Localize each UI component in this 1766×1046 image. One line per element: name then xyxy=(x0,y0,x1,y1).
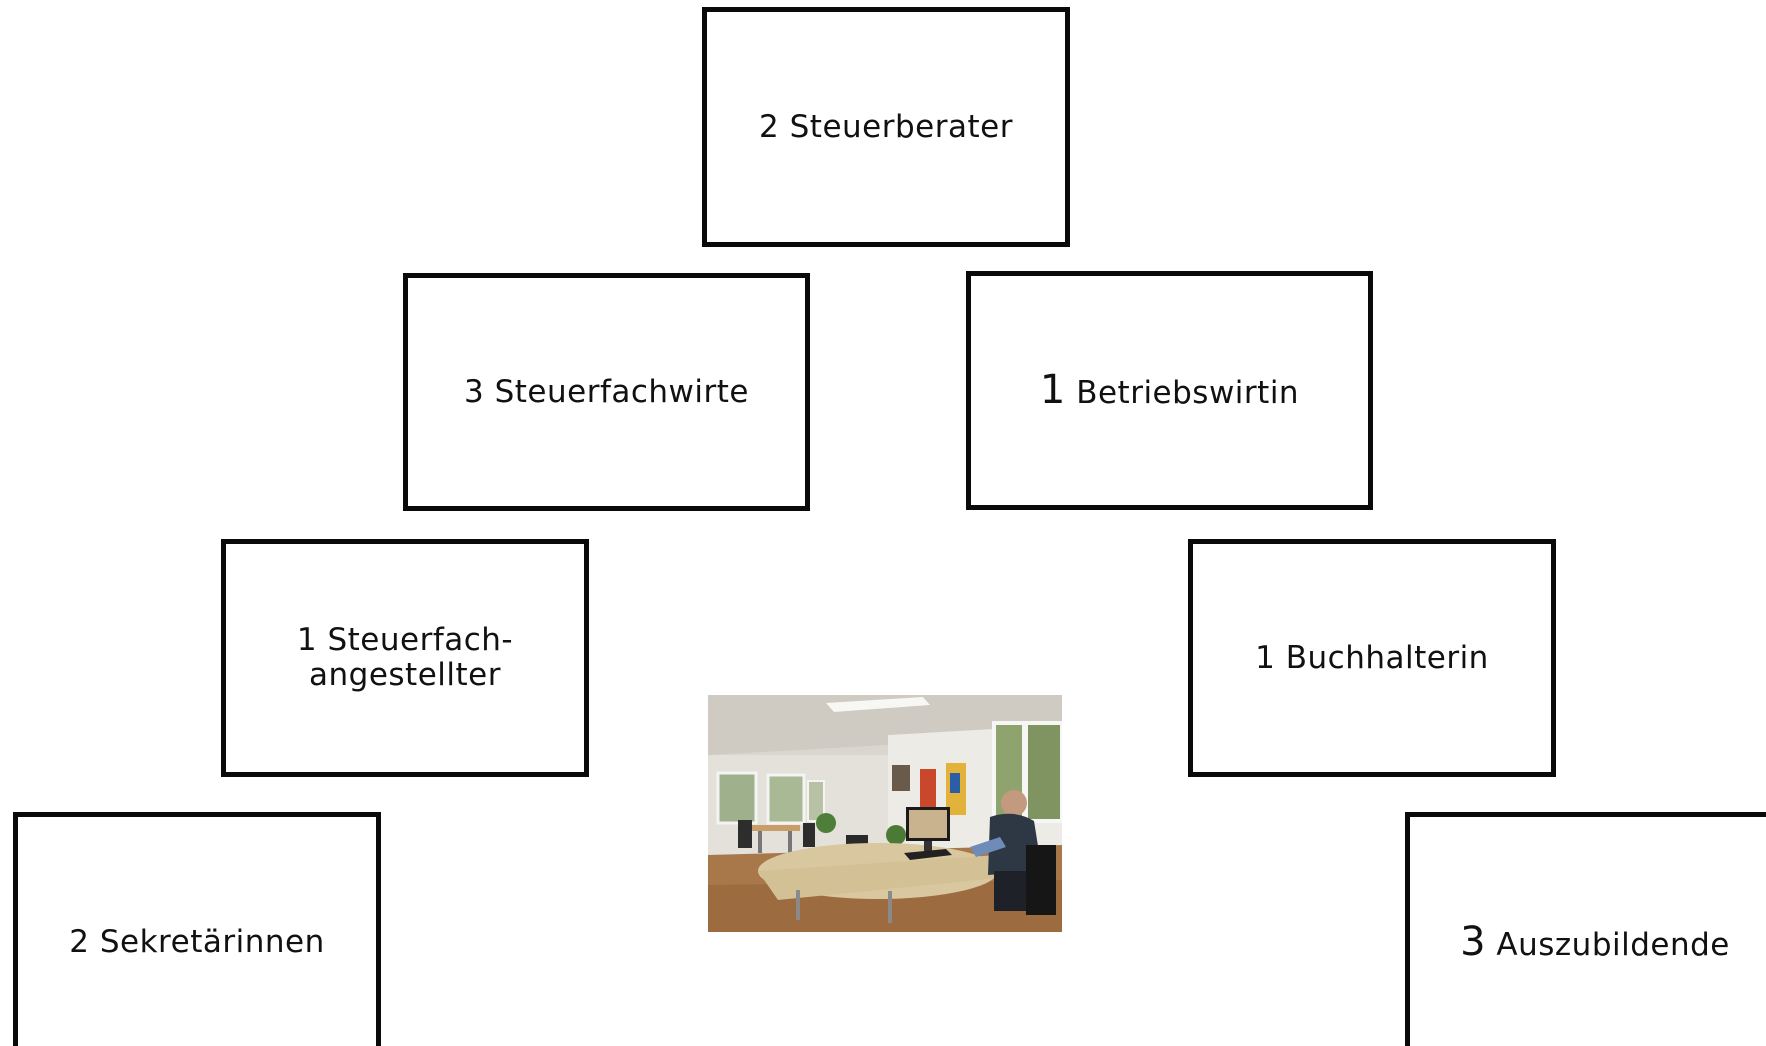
box-betriebswirtin-text: 1 Betriebswirtin xyxy=(1040,368,1299,413)
box-betriebswirtin: 1 Betriebswirtin xyxy=(966,271,1373,510)
box-steuerberater-count: 2 xyxy=(759,108,780,145)
box-auszubildende-label: Auszubildende xyxy=(1496,926,1730,963)
box-buchhalterin-label: Buchhalterin xyxy=(1285,639,1489,676)
box-betriebswirtin-label: Betriebswirtin xyxy=(1076,375,1300,412)
box-steuerfachangestellter-count: 1 xyxy=(296,622,318,659)
box-steuerfachangestellter-label-line1: Steuerfach- xyxy=(327,622,514,659)
box-betriebswirtin-count: 1 xyxy=(1039,367,1066,414)
box-auszubildende-text: 3 Auszubildende xyxy=(1460,918,1730,965)
box-steuerfachwirte: 3 Steuerfachwirte xyxy=(403,273,810,511)
box-steuerfachangestellter-label-line2: angestellter xyxy=(309,657,501,693)
box-auszubildende: 3 Auszubildende xyxy=(1405,812,1766,1046)
box-steuerfachwirte-count: 3 xyxy=(463,373,485,410)
box-buchhalterin-text: 1 Buchhalterin xyxy=(1255,639,1489,676)
box-steuerfachangestellter-line1: 1 Steuerfach- xyxy=(297,623,513,658)
box-steuerberater-label: Steuerberater xyxy=(789,108,1013,145)
box-steuerfachangestellter: 1 Steuerfach- angestellter xyxy=(221,539,589,777)
box-sekretaerinnen-count: 2 xyxy=(69,923,90,960)
box-auszubildende-count: 3 xyxy=(1460,918,1487,965)
box-steuerberater: 2 Steuerberater xyxy=(702,7,1070,247)
box-buchhalterin-count: 1 xyxy=(1255,639,1276,676)
box-sekretaerinnen-text: 2 Sekretärinnen xyxy=(69,923,325,960)
box-steuerberater-text: 2 Steuerberater xyxy=(759,108,1013,145)
box-buchhalterin: 1 Buchhalterin xyxy=(1188,539,1556,777)
box-sekretaerinnen: 2 Sekretärinnen xyxy=(13,812,381,1046)
box-steuerfachwirte-text: 3 Steuerfachwirte xyxy=(463,373,749,410)
box-sekretaerinnen-label: Sekretärinnen xyxy=(99,923,325,960)
box-steuerfachwirte-label: Steuerfachwirte xyxy=(494,373,749,410)
office-photo xyxy=(708,695,1062,932)
box-steuerfachangestellter-text: 1 Steuerfach- angestellter xyxy=(297,623,513,692)
office-photo-illustration xyxy=(708,695,1062,932)
